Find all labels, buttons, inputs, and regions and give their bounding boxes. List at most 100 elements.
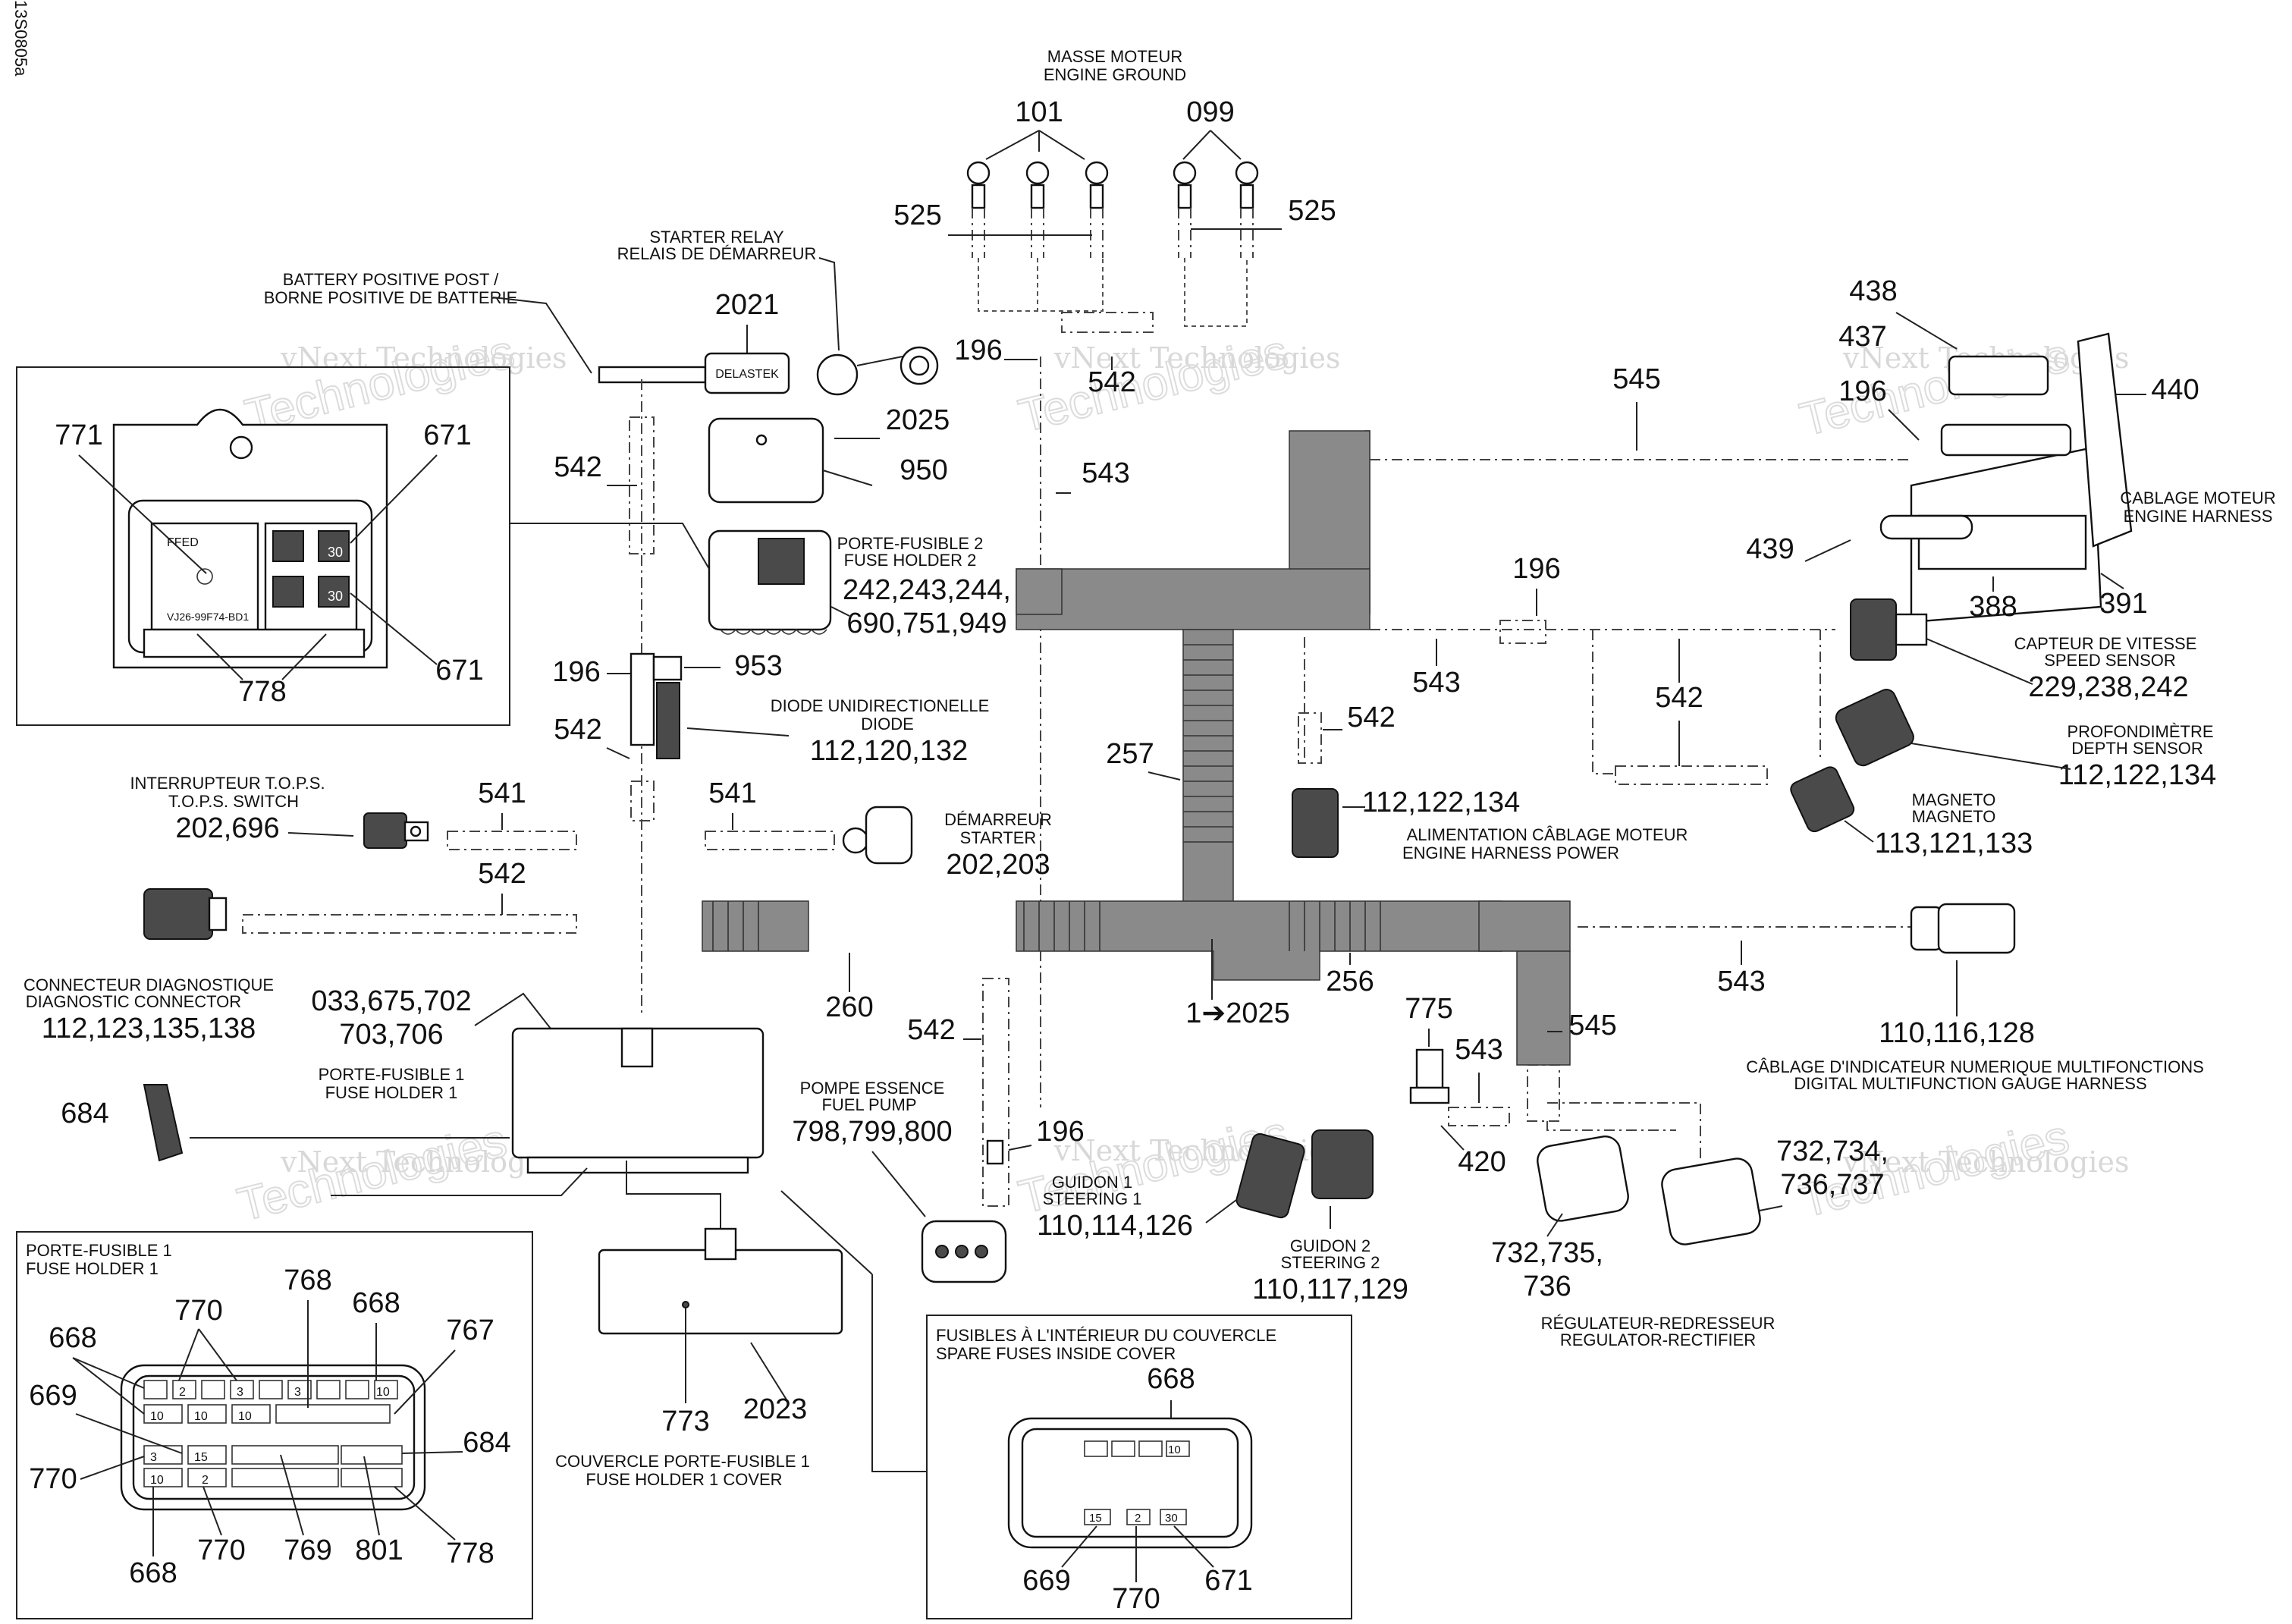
engine-ground-heading-fr: MASSE MOTEUR (1047, 47, 1182, 66)
regulator-heading-en: REGULATOR-RECTIFIER (1560, 1330, 1756, 1349)
inset-fuse-15a: 15 (194, 1451, 208, 1464)
inset-fh1-heading-fr: PORTE-FUSIBLE 1 (26, 1241, 172, 1260)
watermark-text: vNext Technologies (1053, 341, 1340, 375)
fuse-holder-2-inset: FFED VJ26-99F74-BD1 30 30 771 671 671 77… (16, 366, 710, 726)
regulator-refs-b-2: 736,737 (1780, 1169, 1884, 1201)
callout-525-left: 525 (893, 199, 941, 231)
callout-542-left-top: 542 (554, 451, 601, 483)
engine-harness-connector-icon (1879, 332, 2133, 624)
callout-420: 420 (1458, 1146, 1505, 1178)
spare-fuse-2: 2 (1135, 1512, 1141, 1525)
engine-ground-group: MASSE MOTEUR ENGINE GROUND 101 099 525 5… (893, 47, 1336, 333)
callout-541-left: 541 (478, 777, 526, 809)
callout-668-top-left: 668 (49, 1322, 96, 1354)
callout-671-spare: 671 (1204, 1565, 1252, 1597)
callout-2025-top: 2025 (886, 404, 950, 436)
callout-684-left: 684 (61, 1098, 108, 1129)
callout-543-gauge: 543 (1717, 966, 1765, 997)
callout-770-bottom: 770 (197, 1534, 245, 1566)
steering-1-refs: 110,114,126 (1037, 1210, 1193, 1242)
speed-sensor-heading-en: SPEED SENSOR (2044, 651, 2176, 670)
starter-relay-heading-en: STARTER RELAY (649, 228, 784, 247)
callout-770-left: 770 (29, 1463, 77, 1495)
inset-fuse-2a: 2 (179, 1386, 186, 1399)
tops-heading-en: T.O.P.S. SWITCH (168, 792, 299, 811)
callout-778-inset: 778 (238, 676, 286, 708)
inset-fuse-10b: 10 (150, 1410, 164, 1423)
fuse-holder-2-refs-2: 690,751,949 (846, 608, 1006, 639)
harness-power-heading-en: ENGINE HARNESS POWER (1402, 843, 1619, 862)
callout-196-fuel: 196 (1036, 1116, 1084, 1148)
callout-770-spare: 770 (1112, 1583, 1160, 1615)
callout-545-top: 545 (1612, 363, 1660, 395)
regulator-refs-b-1: 732,734, (1776, 1136, 1889, 1167)
fuse-puller-icon (143, 1084, 184, 1162)
regulator-group: 775 543 545 420 732,735, 736 732,734, 73… (1405, 993, 1889, 1349)
engine-harness-heading-fr: CABLAGE MOTEUR (2120, 488, 2275, 507)
gauge-harness-heading-fr: CÂBLAGE D'INDICATEUR NUMERIQUE MULTIFONC… (1746, 1057, 2204, 1076)
cover-heading-fr: COUVERCLE PORTE-FUSIBLE 1 (555, 1452, 810, 1471)
magneto-heading-en: MAGNETO (1912, 807, 1996, 826)
engine-ground-heading-en: ENGINE GROUND (1044, 65, 1186, 84)
regulator-refs-a-1: 732,735, (1491, 1237, 1603, 1269)
diag-refs: 112,123,135,138 (42, 1013, 256, 1044)
callout-542-mid: 542 (1347, 702, 1395, 733)
callout-773: 773 (661, 1406, 709, 1437)
relay-brand-label: DELASTEK (715, 368, 779, 381)
callout-668-bottom: 668 (129, 1557, 177, 1589)
steering-2-refs: 110,117,129 (1252, 1274, 1408, 1305)
callout-543-reg: 543 (1455, 1034, 1502, 1066)
callout-684-inset: 684 (463, 1427, 510, 1459)
diagnostic-connector-icon (143, 888, 228, 940)
fuel-pump-heading-en: FUEL PUMP (821, 1095, 916, 1114)
fuse-holder-1-refs-2: 703,706 (339, 1019, 443, 1051)
depth-sensor-heading-en: DEPTH SENSOR (2071, 739, 2203, 758)
starter-heading-en: STARTER (960, 828, 1037, 847)
tops-switch-icon (363, 812, 429, 849)
battery-post-heading-1: BATTERY POSITIVE POST / (283, 270, 499, 289)
gauge-harness-connector-icon (1910, 903, 2016, 954)
fuse-holder-2-cover (708, 417, 824, 504)
inset-fuse-3c: 3 (150, 1451, 157, 1464)
callout-775: 775 (1405, 993, 1452, 1025)
callout-257: 257 (1106, 738, 1154, 770)
gauge-harness-group: 543 110,116,128 CÂBLAGE D'INDICATEUR NUM… (1717, 903, 2204, 1093)
regulator-refs-a-2: 736 (1523, 1271, 1571, 1302)
fuse-holder-1-refs-1: 033,675,702 (311, 985, 471, 1017)
fuse-holder-2-heading-en: FUSE HOLDER 2 (844, 551, 977, 570)
diag-heading-en: DIAGNOSTIC CONNECTOR (26, 992, 241, 1011)
sensor-group: 196 543 542 542 CAPTEUR DE VITESSE SPEED… (1323, 553, 2216, 859)
starter-heading-fr: DÉMARREUR (944, 810, 1052, 829)
spare-heading-en: SPARE FUSES INSIDE COVER (936, 1344, 1176, 1363)
ring-terminal-icon (966, 161, 1259, 209)
callout-260: 260 (825, 991, 873, 1023)
document-code: 13S0805a (11, 0, 30, 77)
inset-fuse-2b: 2 (202, 1474, 209, 1487)
spare-fuses-inset: FUSIBLES À L'INTÉRIEUR DU COUVERCLE SPAR… (926, 1315, 1352, 1619)
callout-196-relay: 196 (954, 335, 1002, 366)
callout-439: 439 (1746, 533, 1794, 565)
speed-sensor-refs: 229,238,242 (2028, 671, 2188, 703)
tops-heading-fr: INTERRUPTEUR T.O.P.S. (130, 774, 325, 793)
fuel-pump-connector-icon (921, 1220, 1007, 1283)
inset-fuse-10e: 10 (150, 1474, 164, 1487)
callout-101: 101 (1015, 96, 1063, 128)
watermark-text: Technologies (233, 1114, 512, 1232)
diode-refs: 112,120,132 (810, 735, 969, 767)
fuse-holder-1-group: 033,675,702 703,706 PORTE-FUSIBLE 1 FUSE… (61, 985, 765, 1229)
callout-196-diode: 196 (552, 656, 600, 688)
magneto-refs: 113,121,133 (1875, 828, 2033, 859)
spare-fuse-10: 10 (1168, 1443, 1181, 1456)
regulator-connector-b-icon (1661, 1158, 1761, 1245)
callout-542-diag: 542 (478, 858, 526, 890)
inset-fh1-heading-en: FUSE HOLDER 1 (26, 1259, 159, 1278)
fuse-row-top: 2 3 3 10 (143, 1380, 398, 1399)
callout-388: 388 (1969, 591, 2017, 623)
callout-769: 769 (284, 1534, 331, 1566)
watermark-text: vNext Technologies (280, 341, 567, 375)
callout-256: 256 (1326, 966, 1374, 997)
inset-fuse-3b: 3 (294, 1386, 301, 1399)
watermark-text: vNext Technologies (1842, 1145, 2129, 1179)
callout-196-sensor: 196 (1512, 553, 1560, 585)
callout-099: 099 (1186, 96, 1234, 128)
